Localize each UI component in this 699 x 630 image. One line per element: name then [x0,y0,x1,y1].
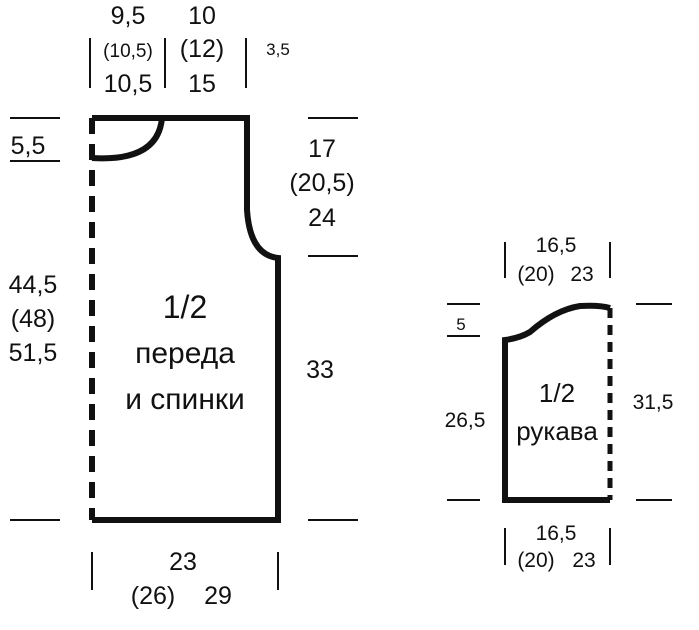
sleeve-outline [502,302,611,503]
bottom-width-3: 29 [204,582,232,610]
bottom-width-2: (26) [131,582,175,610]
front-back-dimension-ticks [10,38,358,590]
top-left-width-1: 9,5 [111,2,146,30]
total-height-3: 51,5 [9,339,58,367]
sleeve-right-height: 31,5 [633,391,674,414]
armhole-depth-1: 17 [308,135,336,163]
sleeve-bottom-width-2: (20) [517,549,554,572]
sleeve-top-width-2: (20) [517,263,554,286]
sleeve-left-height: 26,5 [445,409,486,432]
side-length: 33 [306,356,334,384]
top-mid-width-1: 10 [188,2,216,30]
front-back-label-back: и спинки [125,383,245,416]
sleeve-dimension-ticks [447,242,672,565]
top-mid-width-2: (12) [180,35,224,63]
armhole-depth-2: (20,5) [289,169,354,197]
neckline-curve [91,117,165,162]
sleeve-top-width-1: 16,5 [536,234,577,257]
front-back-piece [89,115,281,523]
top-mid-width-3: 15 [188,70,216,98]
sleeve-label-sleeve: рукава [516,416,598,446]
front-back-label-fraction: 1/2 [163,289,207,325]
top-left-width-2: (10,5) [103,41,153,62]
sleeve-top-width-3: 23 [570,263,593,286]
bottom-width-1: 23 [169,548,197,576]
front-back-outline [92,115,281,523]
sleeve-cap-height: 5 [456,315,465,334]
total-height-1: 44,5 [9,271,58,299]
sleeve-label-fraction: 1/2 [539,378,575,408]
sleeve-bottom-width-3: 23 [572,549,595,572]
sleeve-piece [502,302,613,503]
neck-depth: 5,5 [11,132,46,160]
front-back-label-front: переда [135,337,235,370]
total-height-2: (48) [11,305,55,333]
top-left-width-3: 10,5 [104,70,153,98]
top-right-width: 3,5 [266,40,290,59]
armhole-depth-3: 24 [308,204,336,232]
sleeve-bottom-width-1: 16,5 [536,522,577,545]
